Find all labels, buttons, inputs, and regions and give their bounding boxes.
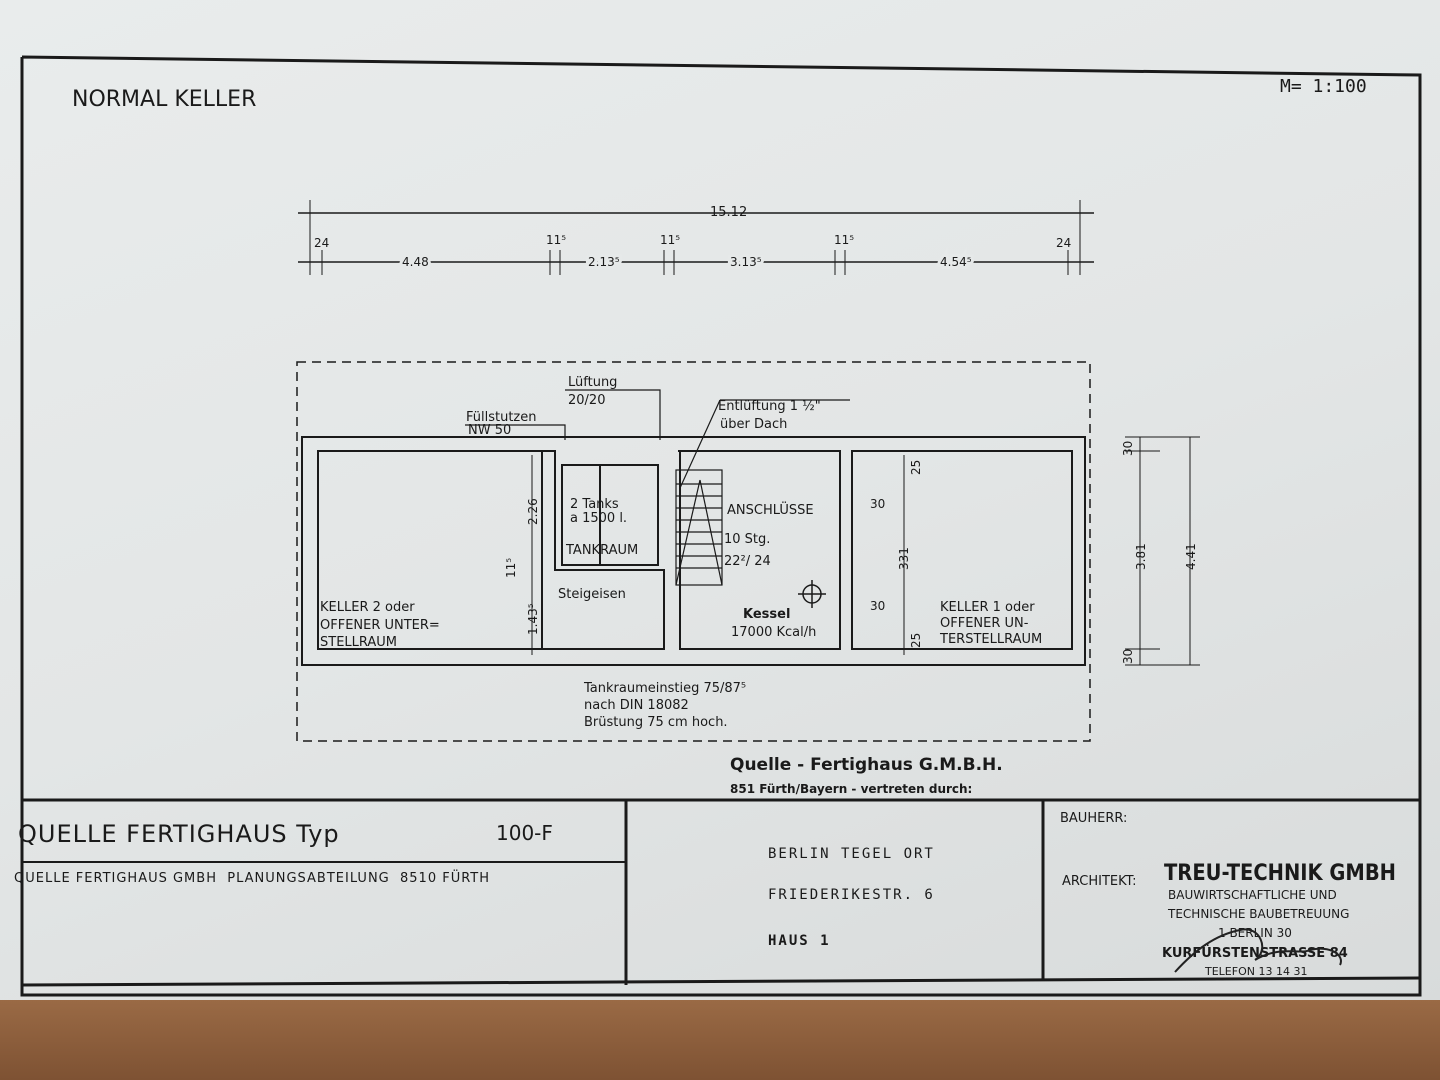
- dim-segment: 11⁵: [834, 233, 854, 247]
- architect-line: KURFÜRSTENSTRASSE 84: [1162, 945, 1348, 961]
- dim-inner: 331: [897, 547, 911, 570]
- architect-line: TELEFON 13 14 31: [1204, 965, 1307, 978]
- label-kessel: Kessel: [743, 607, 790, 622]
- label-anschluesse: ANSCHLÜSSE: [727, 501, 814, 518]
- label-lueftung-size: 20/20: [568, 393, 605, 408]
- drawing-sheet: [0, 0, 1440, 1010]
- house-type-label: QUELLE FERTIGHAUS Typ: [18, 820, 340, 848]
- project-street: FRIEDERIKESTR. 6: [768, 887, 935, 903]
- dim-inner: 25: [909, 460, 923, 475]
- excavation-outline: [296, 361, 1091, 742]
- label-keller1-2: OFFENER UN-: [940, 616, 1029, 631]
- dim-segment: 24: [1056, 236, 1071, 250]
- company-stamp-name: Quelle - Fertighaus G.M.B.H.: [730, 755, 1003, 775]
- dim-inner: 30: [870, 599, 885, 613]
- label-tanks-2: a 1500 l.: [570, 511, 627, 526]
- scale-label: M= 1:100: [1280, 76, 1367, 97]
- handwritten-signature: [1174, 928, 1342, 973]
- dim-segment: 24: [314, 236, 329, 250]
- staircase: [675, 399, 850, 586]
- dim-right: 4.41: [1184, 543, 1198, 570]
- architect-name: TREU-TECHNIK GMBH: [1164, 861, 1396, 886]
- architect-line: TECHNISCHE BAUBETREUUNG: [1167, 907, 1349, 921]
- dim-inner: 2.26: [526, 498, 540, 525]
- wooden-table: [0, 1000, 1440, 1080]
- label-keller2-2: OFFENER UNTER=: [320, 618, 440, 633]
- dim-segment: 4.54⁵: [940, 255, 972, 269]
- basement-walls: [301, 436, 1086, 666]
- dim-right: 30: [1121, 649, 1135, 664]
- label-entlueftung-2: über Dach: [720, 417, 787, 432]
- dim-inner: 25: [909, 633, 923, 648]
- dim-segment: 11⁵: [660, 233, 680, 247]
- overall-dimension: 15.12: [710, 205, 747, 220]
- label-keller2: KELLER 2 oder: [320, 600, 415, 615]
- dim-right: 3.81: [1134, 543, 1148, 570]
- label-stairs: 10 Stg.: [724, 532, 770, 547]
- note-din: nach DIN 18082: [584, 698, 689, 713]
- dim-segment: 2.13⁵: [588, 255, 620, 269]
- planning-department: QUELLE FERTIGHAUS GMBH PLANUNGSABTEILUNG…: [14, 869, 490, 886]
- sheet-title: NORMAL KELLER: [72, 87, 256, 112]
- dim-inner: 30: [870, 497, 885, 511]
- label-keller1-3: TERSTELLRAUM: [939, 632, 1042, 647]
- label-steigeisen: Steigeisen: [558, 587, 626, 602]
- label-tankraum: TANKRAUM: [565, 543, 638, 558]
- note-tankraumeinstieg: Tankraumeinstieg 75/87⁵: [583, 681, 746, 696]
- company-stamp-address: 851 Fürth/Bayern - vertreten durch:: [730, 782, 972, 796]
- label-stairs-2: 22²/ 24: [724, 554, 771, 569]
- label-entlueftung: Entlüftung 1 ½": [718, 399, 821, 414]
- label-kessel-2: 17000 Kcal/h: [731, 625, 816, 640]
- project-location: BERLIN TEGEL ORT: [768, 846, 935, 862]
- dim-inner: 11⁵: [504, 558, 518, 578]
- dim-segment: 3.13⁵: [730, 255, 762, 269]
- dim-segment: 4.48: [402, 255, 429, 269]
- note-bruestung: Brüstung 75 cm hoch.: [584, 715, 728, 730]
- house-type-code: 100-F: [496, 821, 553, 845]
- label-fuellstutzen: Füllstutzen: [466, 410, 537, 425]
- project-house: HAUS 1: [768, 933, 831, 949]
- architect-line: BAUWIRTSCHAFTLICHE UND: [1168, 888, 1337, 902]
- architekt-label: ARCHITEKT:: [1062, 874, 1137, 889]
- label-fuellstutzen-size: NW 50: [468, 423, 511, 438]
- label-tanks: 2 Tanks: [570, 497, 619, 512]
- title-block-bottom: [21, 976, 1421, 987]
- label-keller1: KELLER 1 oder: [940, 600, 1035, 615]
- dim-segment: 11⁵: [546, 233, 566, 247]
- label-lueftung: Lüftung: [568, 375, 617, 390]
- dim-inner: 1.43⁵: [526, 603, 540, 635]
- dim-right: 30: [1121, 441, 1135, 456]
- bauherr-label: BAUHERR:: [1060, 811, 1127, 826]
- boiler-symbol-icon: [798, 580, 826, 608]
- label-keller2-3: STELLRAUM: [320, 635, 397, 650]
- sheet-border: [20, 55, 1422, 997]
